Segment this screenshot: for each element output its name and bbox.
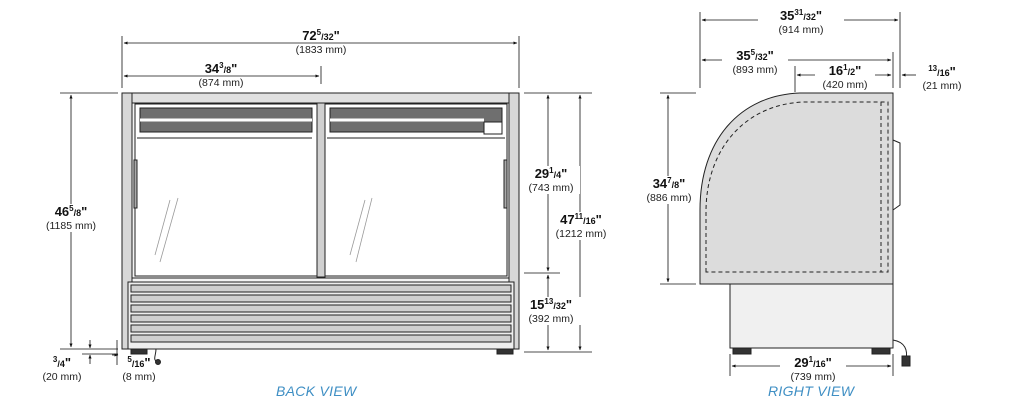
handle-right <box>503 159 508 209</box>
foot-left <box>130 348 148 355</box>
glass-panel-right <box>324 103 508 277</box>
dim-top-depth: 161/2" (420 mm) <box>815 63 875 91</box>
glass-center-post <box>316 102 326 278</box>
rear-bump <box>892 139 901 211</box>
right-view-title: RIGHT VIEW <box>768 383 855 399</box>
dim-rear-offset: 13/16" (21 mm) <box>922 64 962 92</box>
back-view-title: BACK VIEW <box>276 383 357 399</box>
dim-overall-width: 725/32" (1833 mm) <box>295 28 347 56</box>
dim-overall-height: 465/8" (1185 mm) <box>34 204 108 232</box>
side-body-dashed <box>705 101 889 273</box>
dim-glass-height: 291/4" (743 mm) <box>522 166 580 194</box>
dim-total-height: 4711/16" (1212 mm) <box>550 212 612 240</box>
dim-foot-height: 3/4" (20 mm) <box>42 355 82 383</box>
dim-foot-offset: 5/16" (8 mm) <box>122 355 156 383</box>
dim-half-width: 343/8" (874 mm) <box>198 61 244 89</box>
glare-left-1 <box>154 199 171 256</box>
base-louvers <box>130 284 512 343</box>
side-foot-front <box>732 347 752 355</box>
dim-side-height: 347/8" (886 mm) <box>640 176 698 204</box>
handle-left <box>133 159 138 209</box>
side-body-outline <box>699 92 894 285</box>
shelf-right-end <box>483 121 503 135</box>
glare-right-2 <box>355 197 373 263</box>
side-foot-rear <box>871 347 891 355</box>
dim-cabinet-depth: 355/32" (893 mm) <box>722 48 788 76</box>
power-plug-side <box>901 355 911 367</box>
left-upright <box>121 92 133 350</box>
back-view-drawing <box>121 92 520 365</box>
dim-base-height: 1513/32" (392 mm) <box>520 297 582 325</box>
foot-right <box>496 348 514 355</box>
glare-left-2 <box>159 197 179 263</box>
dim-base-depth: 291/16" (739 mm) <box>780 355 846 383</box>
power-plug-back <box>155 359 161 365</box>
top-header <box>131 92 510 104</box>
right-view-drawing <box>699 92 911 367</box>
dim-overall-depth: 3531/32" (914 mm) <box>758 8 844 36</box>
glare-right-1 <box>349 199 366 256</box>
side-base <box>729 283 894 349</box>
